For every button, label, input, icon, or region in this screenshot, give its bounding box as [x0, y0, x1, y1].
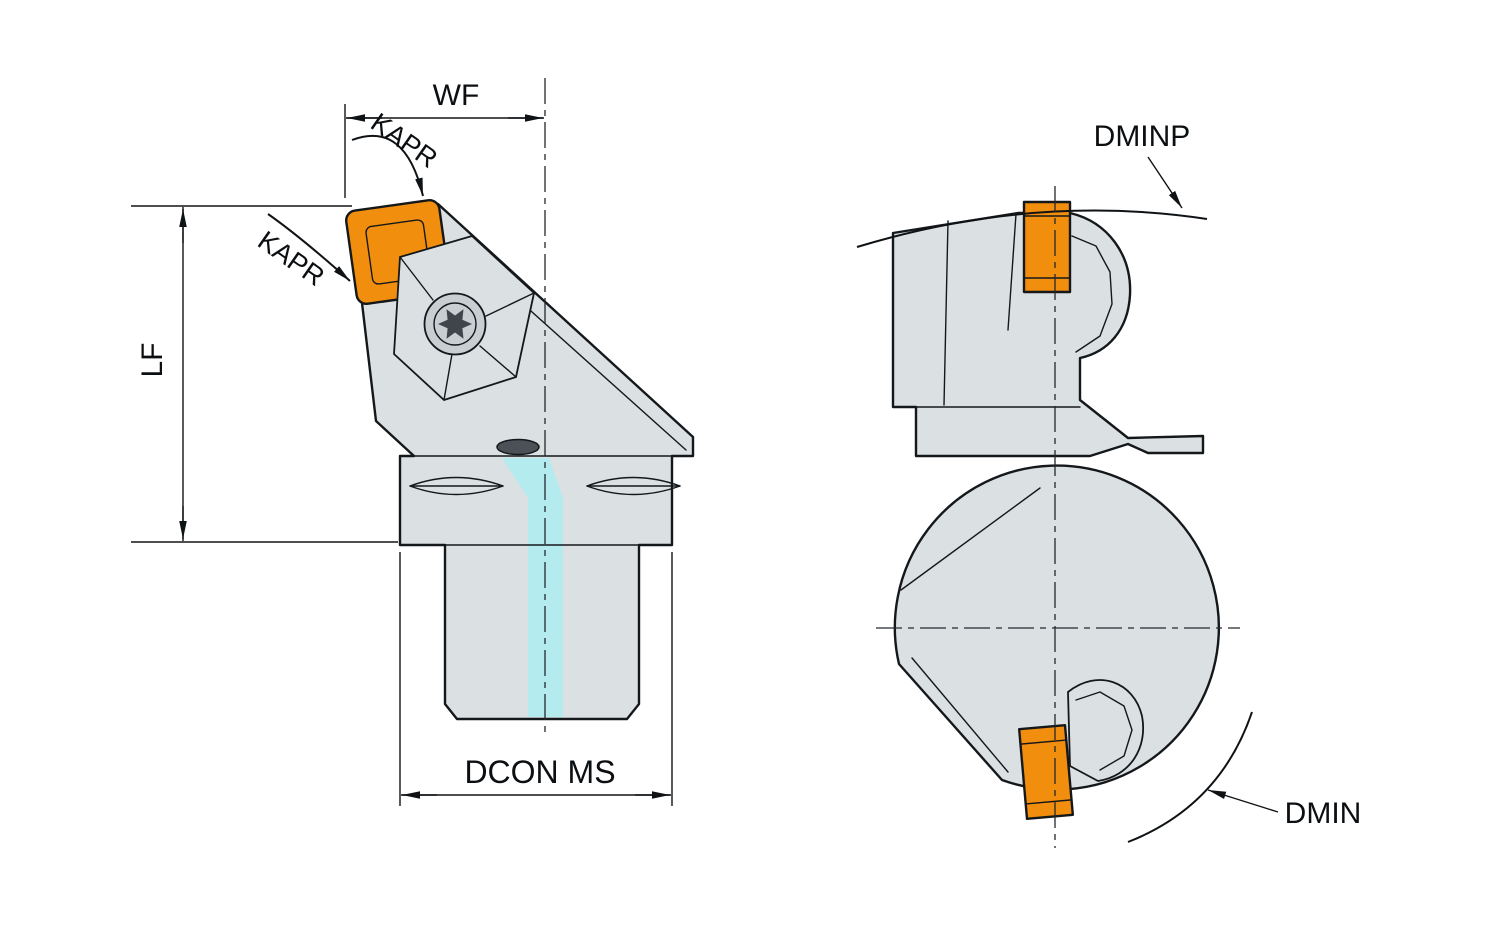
- dim-wf: WF: [344, 79, 544, 198]
- angle-kapr-upper: KAPR: [351, 107, 443, 197]
- kapr-upper-label: KAPR: [365, 107, 442, 174]
- clamp-facet-2: [485, 292, 535, 317]
- dmin-label: DMIN: [1285, 797, 1362, 830]
- dcon-ms-label: DCON MS: [464, 754, 615, 790]
- angle-kapr-lower: KAPR: [252, 213, 351, 292]
- body-detail-lines-side: [892, 213, 1113, 408]
- insert-end: [1017, 723, 1075, 821]
- clamp-screw: [423, 292, 487, 356]
- dim-dmin: DMIN: [1127, 711, 1362, 843]
- end-chord-line: [911, 657, 1009, 773]
- torx-socket-icon: [438, 309, 472, 339]
- end-view: [893, 464, 1221, 821]
- front-view: [345, 199, 695, 721]
- clamp-facet-1: [399, 256, 434, 301]
- dmin-leader-arrow: [1207, 789, 1279, 813]
- insert-side-body: [1022, 200, 1072, 294]
- side-facet-line: [943, 220, 949, 406]
- insert-side: [1022, 200, 1072, 294]
- clamp-facet-4: [443, 353, 453, 401]
- clamp-facet-3: [479, 345, 517, 378]
- screw-inner-circle: [433, 302, 477, 346]
- kapr-upper-arc: [351, 134, 424, 197]
- clamp-facet-lines: [399, 256, 535, 401]
- side-pocket-line: [1007, 213, 1017, 331]
- dminp-label: DMINP: [1094, 120, 1191, 153]
- side-clamp-facets: [1071, 235, 1113, 353]
- insert-end-edge-bottom: [1025, 799, 1073, 805]
- coolant-channel: [502, 458, 563, 717]
- dim-dcon-ms: DCON MS: [399, 552, 673, 806]
- dim-lf: LF: [131, 205, 398, 543]
- side-view: [891, 200, 1205, 458]
- lf-label: LF: [136, 342, 169, 377]
- clamp-end-facets: [1075, 691, 1133, 771]
- body-detail-lines-end: [900, 487, 1041, 773]
- dmin-arc: [1127, 711, 1253, 843]
- dminp-leader-arrow: [1147, 156, 1183, 209]
- dminp-arc: [856, 209, 1208, 248]
- insert-end-body: [1017, 723, 1075, 821]
- dim-dminp: DMINP: [856, 120, 1208, 248]
- end-facet-line: [900, 487, 1041, 591]
- kapr-lower-arc: [267, 213, 351, 282]
- kapr-lower-label: KAPR: [252, 225, 329, 292]
- coolant-port: [496, 438, 540, 456]
- wf-label: WF: [433, 79, 480, 112]
- tool-body-side: [891, 211, 1205, 458]
- insert-end-edge-top: [1019, 739, 1067, 745]
